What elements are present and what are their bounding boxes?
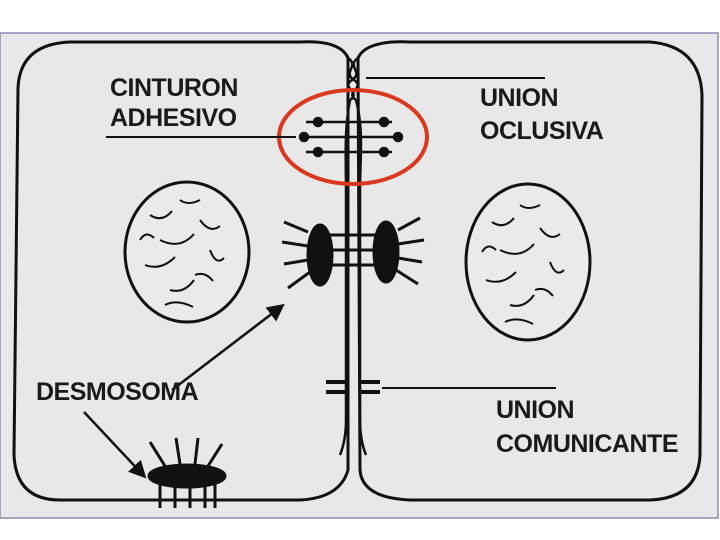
tight-label-line1: UNION bbox=[480, 84, 558, 112]
right-nucleus bbox=[464, 182, 592, 342]
desmosome-icon bbox=[281, 216, 425, 290]
adherens-label-line2: ADHESIVO bbox=[110, 104, 237, 132]
intercellular-membrane-left bbox=[338, 99, 352, 456]
intercellular-membrane-right bbox=[354, 99, 368, 456]
desmosome-arrow bbox=[171, 303, 285, 391]
gap-junction-icon bbox=[326, 380, 380, 394]
tight-label-line2: OCLUSIVA bbox=[480, 117, 604, 145]
gap-label-line2: COMUNICANTE bbox=[496, 430, 678, 458]
left-nucleus bbox=[123, 180, 251, 324]
hemidesmosome-arrow bbox=[83, 411, 147, 479]
tight-junction-strands bbox=[347, 56, 359, 102]
desmosome-label: DESMOSOMA bbox=[36, 378, 199, 406]
hemidesmosome-icon bbox=[147, 437, 227, 508]
gap-label-line1: UNION bbox=[496, 396, 574, 424]
adherens-label-line1: CINTURON bbox=[110, 74, 238, 102]
adherens-belt-icon bbox=[298, 116, 404, 158]
right-cell-membrane bbox=[356, 40, 704, 502]
left-cell-membrane bbox=[12, 40, 350, 502]
